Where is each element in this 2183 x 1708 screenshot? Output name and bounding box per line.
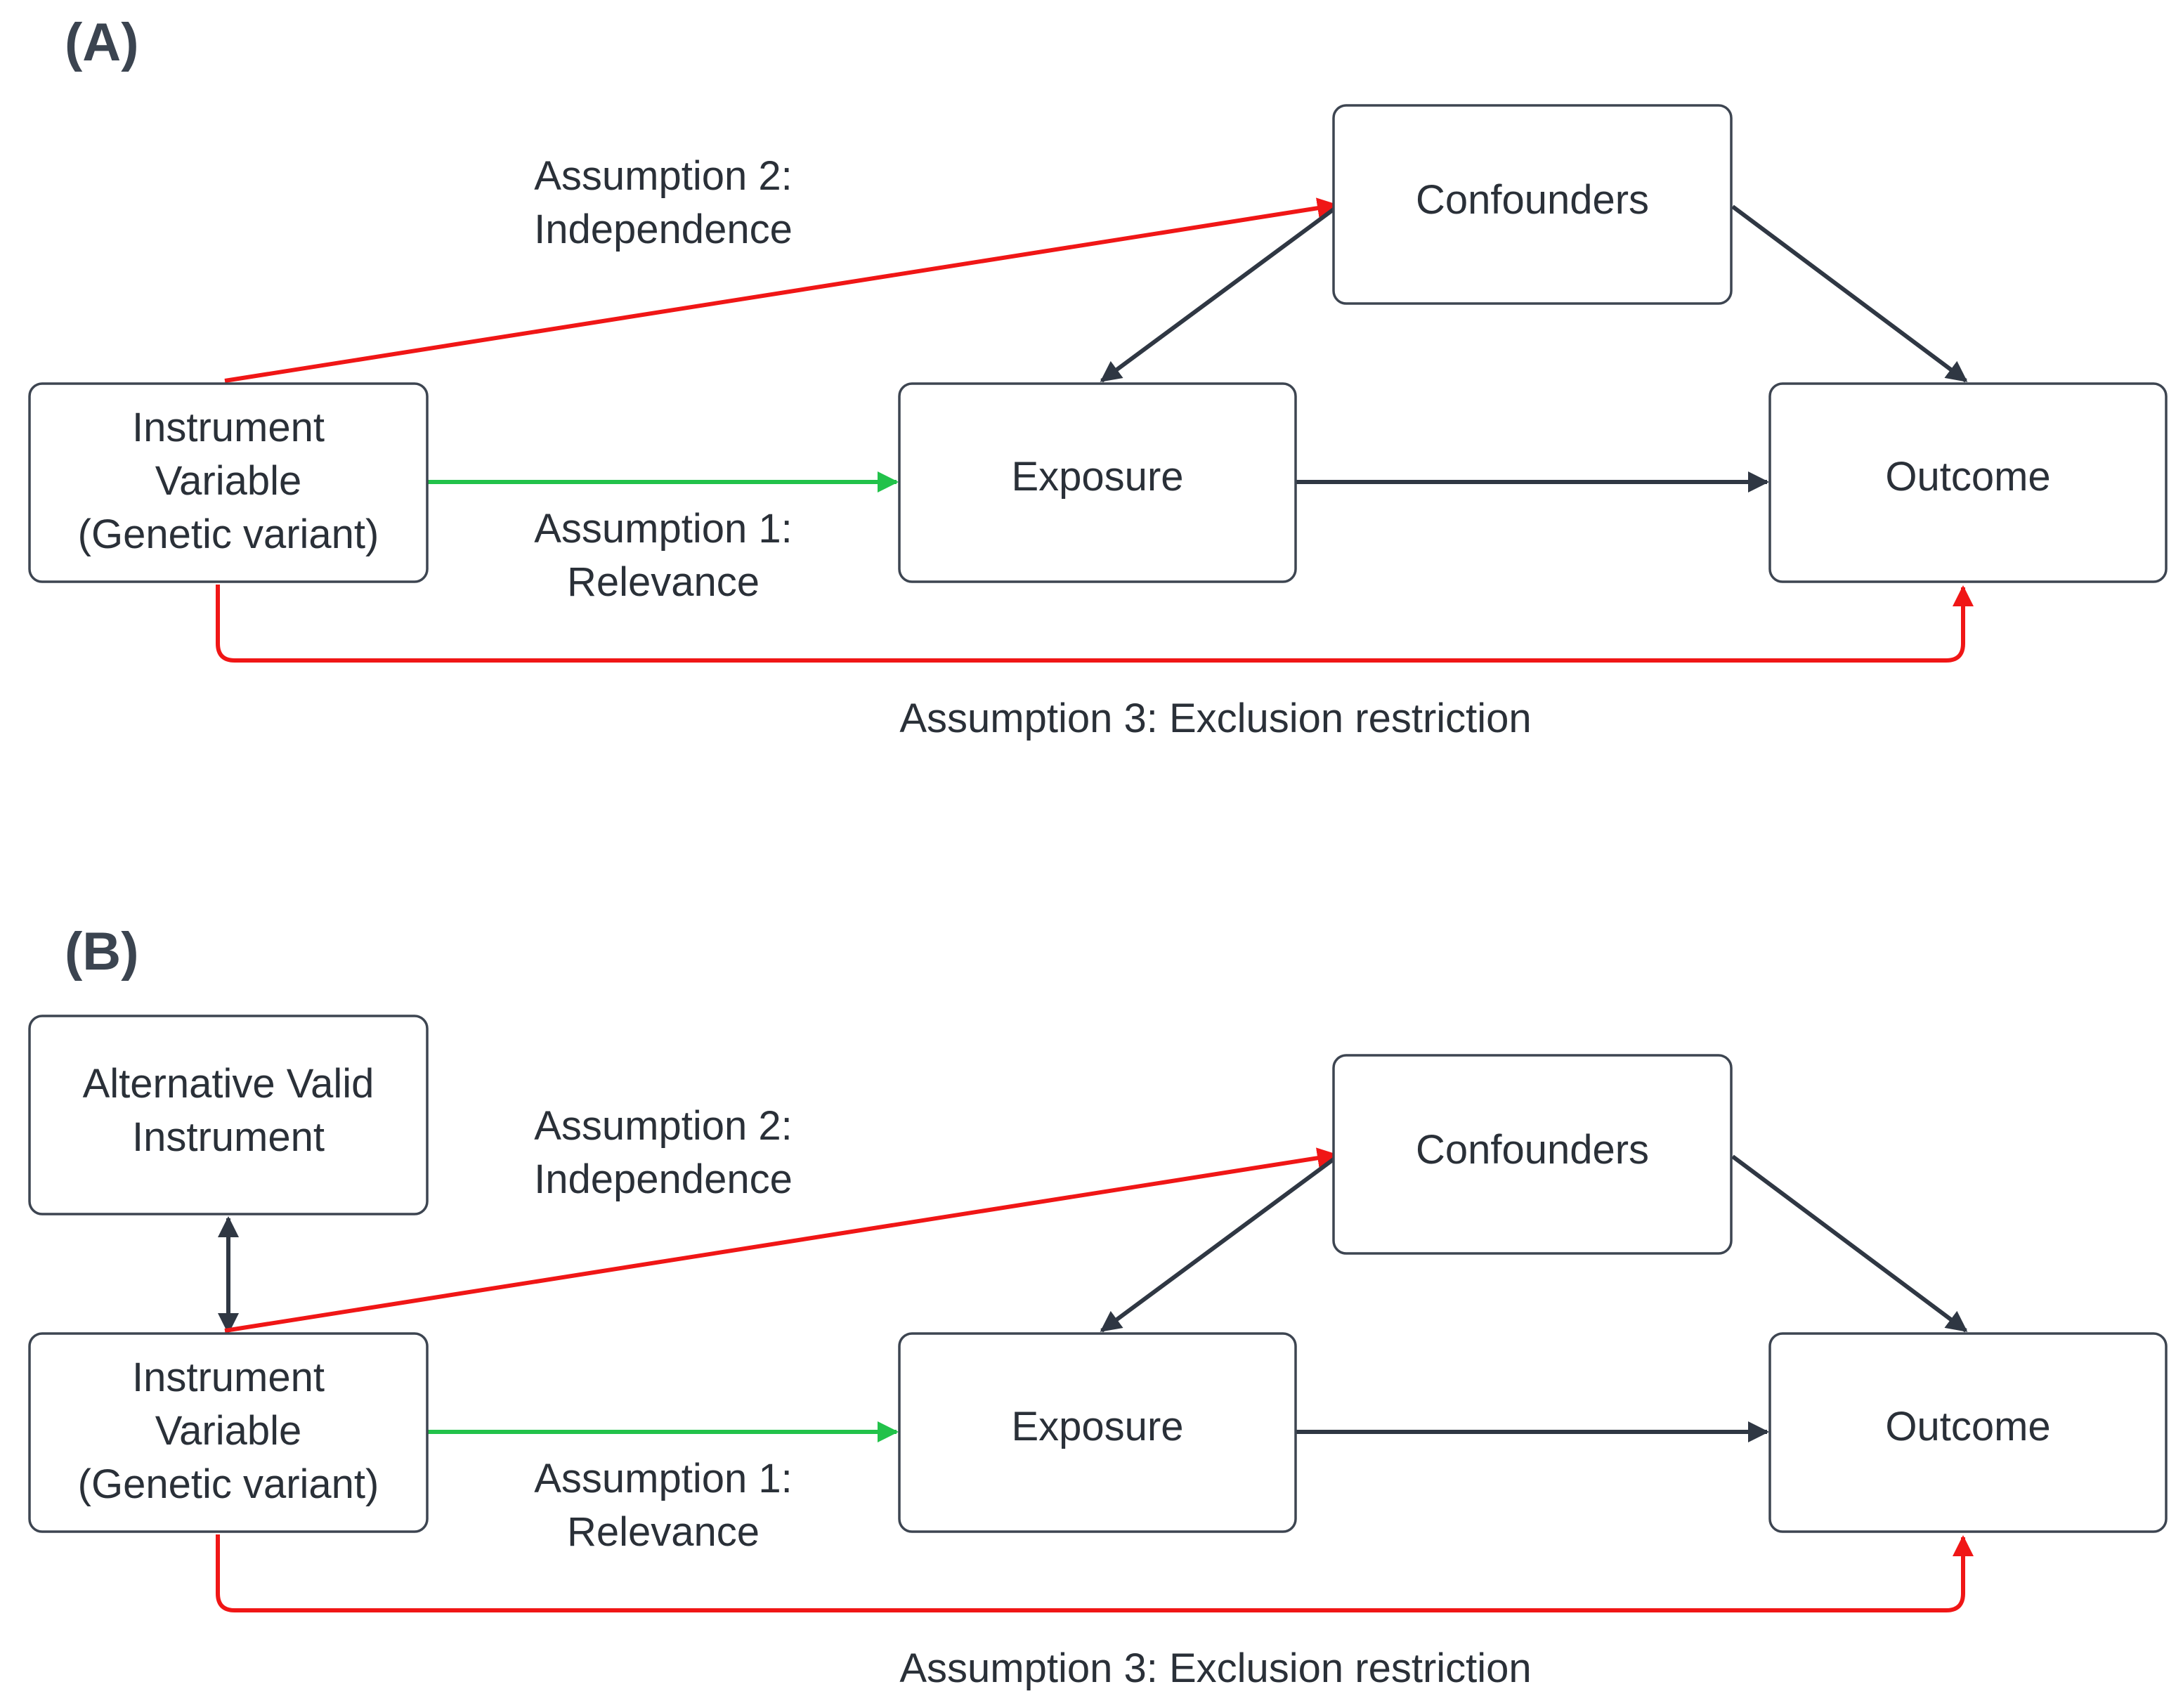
node-label: Instrument — [132, 405, 325, 450]
edge-instrument-to-confounders — [224, 197, 1338, 383]
node-label: Confounders — [1416, 1127, 1649, 1173]
label-assumption-1-line2: Relevance — [567, 1509, 760, 1555]
edge-confounders-to-exposure — [1100, 1157, 1335, 1333]
node-label: Variable — [155, 1408, 302, 1454]
label-assumption-1-line1: Assumption 1: — [534, 506, 793, 552]
label-assumption-2-line2: Independence — [534, 207, 793, 252]
node-alternative-valid-instrument: Alternative Valid Instrument — [28, 1015, 429, 1215]
node-outcome: Outcome — [1768, 382, 2168, 583]
node-label: Outcome — [1885, 1404, 2050, 1449]
node-label: (Genetic variant) — [78, 1461, 379, 1507]
edge-confounders-to-outcome — [1731, 1154, 1968, 1333]
edge-instrument-to-confounders — [224, 1147, 1338, 1333]
panel-a: (A) Confounders Instrument Variable (Gen… — [28, 13, 2168, 741]
label-assumption-3: Assumption 3: Exclusion restriction — [899, 1645, 1531, 1691]
node-confounders: Confounders — [1332, 1054, 1733, 1255]
node-outcome: Outcome — [1768, 1332, 2168, 1533]
node-label: Variable — [155, 458, 302, 504]
node-instrument-variable: Instrument Variable (Genetic variant) — [28, 1332, 429, 1533]
panel-b: (B) Alternative Valid Instrument Confoun… — [28, 922, 2168, 1691]
node-label: Outcome — [1885, 454, 2050, 500]
panel-label-a: (A) — [65, 13, 139, 72]
node-label: Alternative Valid — [83, 1061, 374, 1107]
label-assumption-3: Assumption 3: Exclusion restriction — [899, 696, 1531, 741]
label-assumption-2-line1: Assumption 2: — [534, 153, 793, 199]
label-assumption-2-line1: Assumption 2: — [534, 1103, 793, 1149]
node-label: Confounders — [1416, 177, 1649, 223]
node-label: Exposure — [1011, 1404, 1183, 1449]
node-exposure: Exposure — [898, 1332, 1297, 1533]
label-assumption-2-line2: Independence — [534, 1156, 793, 1202]
edge-instrument-to-outcome — [216, 585, 1974, 663]
label-assumption-1-line1: Assumption 1: — [534, 1456, 793, 1501]
node-label: Instrument — [132, 1114, 325, 1160]
node-instrument-variable: Instrument Variable (Genetic variant) — [28, 382, 429, 583]
edge-confounders-to-outcome — [1731, 204, 1968, 383]
node-label: (Genetic variant) — [78, 511, 379, 557]
node-label: Exposure — [1011, 454, 1183, 500]
panel-label-b: (B) — [65, 922, 139, 982]
label-assumption-1-line2: Relevance — [567, 559, 760, 605]
edge-confounders-to-exposure — [1100, 207, 1335, 383]
node-exposure: Exposure — [898, 382, 1297, 583]
node-confounders: Confounders — [1332, 104, 1733, 305]
edge-instrument-to-outcome — [216, 1534, 1974, 1612]
node-label: Instrument — [132, 1355, 325, 1400]
